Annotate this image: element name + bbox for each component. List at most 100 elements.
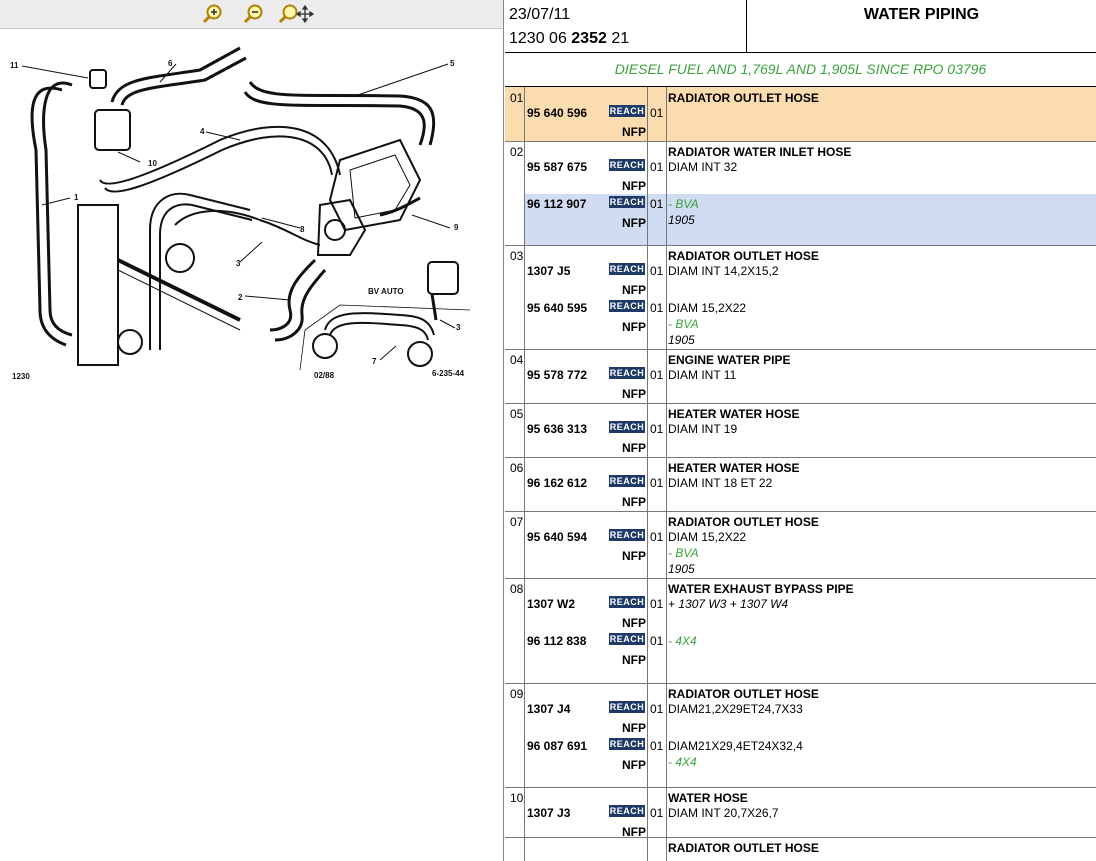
column-divider [647,141,648,245]
zoom-out-icon[interactable] [243,3,265,25]
diagram-label-3b: 3 [456,323,461,332]
reach-badge[interactable]: REACH [609,738,645,750]
part-description: RADIATOR OUTLET HOSE [668,687,819,701]
reach-badge[interactable]: REACH [609,421,645,433]
column-divider [666,683,667,787]
position-number: 01 [510,91,524,105]
diagram-label-ref: 6-235-44 [432,369,465,378]
position-number: 03 [510,249,524,263]
part-description: RADIATOR OUTLET HOSE [668,841,819,855]
quantity: 01 [650,264,664,278]
part-number[interactable]: 95 640 596 [527,106,588,120]
part-number[interactable]: 95 587 675 [527,160,588,174]
part-note: - BVA [668,317,699,331]
part-number[interactable]: 95 636 313 [527,422,588,436]
part-note: DIAM21X29,4ET24X32,4 [668,739,803,753]
column-divider [524,578,525,683]
column-divider [666,511,667,578]
part-group-row[interactable]: RADIATOR OUTLET HOSE [505,837,1096,861]
part-description: WATER HOSE [668,791,748,805]
reach-badge[interactable]: REACH [609,633,645,645]
part-number[interactable]: 96 112 838 [527,634,587,648]
quantity: 01 [650,702,664,716]
column-divider [666,141,667,245]
diagram-label-1230: 1230 [12,372,30,381]
reach-badge[interactable]: REACH [609,300,645,312]
part-note: DIAM INT 20,7X26,7 [668,806,779,820]
position-number: 08 [510,582,524,596]
column-divider [666,578,667,683]
reach-badge[interactable]: REACH [609,105,645,117]
column-divider [647,578,648,683]
nfp-label: NFP [622,616,646,630]
part-number[interactable]: 1307 J5 [527,264,571,278]
part-number[interactable]: 1307 J3 [527,806,571,820]
reach-badge[interactable]: REACH [609,367,645,379]
part-note: DIAM 15,2X22 [668,530,747,544]
column-divider [524,683,525,787]
reach-badge[interactable]: REACH [609,529,645,541]
part-description: HEATER WATER HOSE [668,407,800,421]
part-note: DIAM21,2X29ET24,7X33 [668,702,803,716]
quantity: 01 [650,634,664,648]
part-note: 1905 [668,213,695,227]
part-number[interactable]: 1307 W2 [527,597,576,611]
reach-badge[interactable]: REACH [609,196,645,208]
column-divider [524,141,525,245]
column-divider [524,511,525,578]
reach-badge[interactable]: REACH [609,805,645,817]
reach-badge[interactable]: REACH [609,701,645,713]
column-divider [666,457,667,511]
reach-badge[interactable]: REACH [609,263,645,275]
column-divider [647,683,648,787]
parts-header: 23/07/11 1230 06 2352 21 WATER PIPING [505,0,1096,53]
column-divider [647,787,648,837]
zoom-in-icon[interactable] [202,3,224,25]
column-divider [666,837,667,861]
reach-badge[interactable]: REACH [609,475,645,487]
part-note: DIAM INT 19 [668,422,738,436]
column-divider [524,349,525,403]
part-number[interactable]: 96 162 612 [527,476,588,490]
water-piping-diagram: 11 6 5 4 10 1 8 9 3 2 BV AUTO 3 7 1230 0… [10,46,471,381]
part-description: RADIATOR WATER INLET HOSE [668,145,852,159]
part-number[interactable]: 95 640 595 [527,301,588,315]
part-number[interactable]: 95 640 594 [527,530,588,544]
column-divider [647,245,648,349]
header-code: 1230 06 2352 21 [509,30,630,47]
column-divider [666,787,667,837]
applicability-subtitle: DIESEL FUEL AND 1,769L AND 1,905L SINCE … [505,53,1096,87]
diagram-toolbar [0,0,503,29]
zoom-pan-icon[interactable] [278,3,314,25]
diagram-label-date: 02/88 [314,371,335,380]
quantity: 01 [650,197,664,211]
part-number[interactable]: 95 578 772 [527,368,588,382]
part-description: HEATER WATER HOSE [668,461,800,475]
part-number[interactable]: 1307 J4 [527,702,571,716]
reach-badge[interactable]: REACH [609,596,645,608]
diagram-label-3: 3 [236,259,241,268]
nfp-label: NFP [622,653,646,667]
column-divider [666,87,667,141]
column-divider [647,349,648,403]
diagram-label-bv-auto: BV AUTO [368,287,404,296]
part-note: DIAM INT 14,2X15,2 [668,264,779,278]
quantity: 01 [650,806,664,820]
nfp-label: NFP [622,179,646,193]
part-number[interactable]: 96 112 907 [527,197,587,211]
reach-badge[interactable]: REACH [609,159,645,171]
column-divider [524,837,525,861]
part-number[interactable]: 96 087 691 [527,739,588,753]
nfp-label: NFP [622,387,646,401]
diagram-label-8: 8 [300,225,305,234]
